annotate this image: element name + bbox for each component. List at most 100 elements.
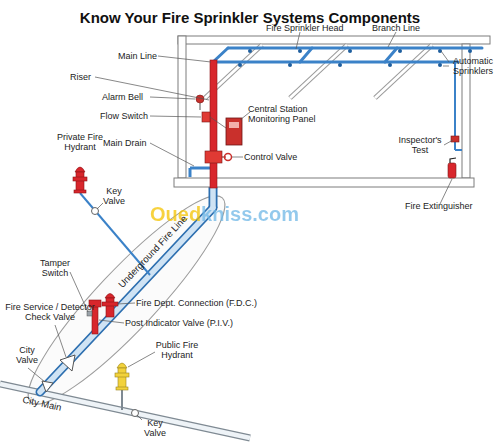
leader-line	[99, 320, 124, 323]
public-fire-hydrant	[118, 368, 126, 388]
public-fire-hydrant	[115, 363, 129, 390]
flow-switch	[202, 112, 210, 122]
sprinkler-head	[438, 63, 442, 67]
monitoring-panel	[226, 118, 242, 145]
alarm-bell	[200, 103, 201, 110]
part-label: Fire Dept. Connection (F.D.C.)	[136, 298, 257, 308]
leader-line	[150, 116, 201, 117]
city-valve	[42, 381, 53, 392]
control-valve	[225, 154, 232, 161]
leader-line	[97, 203, 103, 209]
part-label: Public Fire Hydrant	[150, 340, 204, 360]
fire-dept-connection	[106, 298, 114, 317]
part-label: Tamper Switch	[38, 258, 72, 278]
fire-extinguisher	[450, 158, 456, 163]
sprinkler-head	[248, 49, 252, 53]
leader-line	[55, 325, 66, 357]
sprinkler-head	[288, 63, 292, 67]
private-fire-hydrant	[73, 167, 87, 193]
leader-line	[440, 179, 452, 204]
part-label: Control Valve	[244, 152, 297, 162]
public-fire-hydrant	[121, 390, 123, 410]
riser-pipe	[210, 60, 217, 188]
leader-line	[232, 157, 243, 158]
roof-truss	[290, 45, 347, 98]
part-label: Main Line	[118, 51, 157, 61]
leader-line	[137, 415, 142, 420]
monitoring-panel	[210, 117, 226, 128]
sprinkler-head	[298, 49, 302, 53]
sprinkler-piping	[385, 48, 397, 62]
check-valve	[60, 355, 75, 371]
sprinkler-piping	[213, 48, 482, 62]
leader-line	[28, 32, 453, 420]
building-frame	[178, 36, 490, 44]
monitoring-panel	[229, 122, 239, 128]
inspectors-test-pipe	[455, 149, 462, 151]
sprinkler-head	[398, 49, 402, 53]
sprinkler-head	[238, 49, 472, 67]
leader-line	[128, 352, 155, 367]
private-fire-hydrant	[76, 172, 84, 191]
fire-dept-connection	[102, 294, 118, 318]
part-label: Branch Line	[372, 23, 420, 33]
leader-line	[117, 303, 135, 304]
leader-line	[444, 140, 453, 145]
private-fire-hydrant	[74, 190, 86, 193]
part-label: Fire Service / Detector Check Valve	[0, 302, 100, 322]
fire-extinguisher	[448, 163, 456, 178]
part-label: Alarm Bell	[102, 92, 143, 102]
part-label: Key Valve	[101, 186, 127, 206]
part-label: Post Indicator Valve (P.I.V.)	[125, 318, 233, 328]
check-valve	[60, 355, 75, 371]
leader-line	[150, 143, 194, 166]
riser-pipe	[210, 60, 217, 188]
city-valve	[42, 381, 53, 392]
main-drain-pipe	[190, 167, 210, 170]
inspectors-test-pipe	[451, 136, 459, 142]
part-label: Fire Sprinkler Head	[266, 23, 344, 33]
public-fire-hydrant	[117, 363, 127, 368]
sprinkler-piping	[213, 61, 458, 64]
part-label: Automatic Sprinklers	[450, 56, 496, 76]
sprinkler-piping	[228, 47, 482, 50]
sprinkler-head	[388, 63, 392, 67]
roof-truss	[375, 45, 432, 98]
leader-line	[158, 56, 211, 62]
flow-switch	[202, 112, 210, 122]
part-label: Main Drain	[103, 138, 147, 148]
private-fire-hydrant	[73, 177, 87, 181]
sprinkler-piping	[300, 48, 312, 62]
diagram-title: Know Your Fire Sprinkler Systems Compone…	[0, 9, 500, 26]
fire-dept-connection	[102, 302, 118, 306]
building-frame	[174, 178, 474, 187]
roof-truss	[205, 45, 432, 98]
fire-dept-connection	[105, 294, 115, 299]
leader-line	[443, 66, 449, 67]
roof-truss	[290, 45, 347, 98]
control-valve	[205, 151, 232, 163]
part-label: Key Valve	[142, 418, 168, 438]
monitoring-panel	[210, 117, 242, 145]
public-fire-hydrant	[116, 387, 128, 390]
alarm-bell	[196, 95, 204, 110]
main-drain-pipe	[190, 168, 210, 177]
part-label: Inspector's Test	[396, 135, 444, 155]
public-fire-hydrant	[115, 373, 129, 377]
part-label: Riser	[70, 72, 91, 82]
leader-line	[388, 32, 396, 47]
sprinkler-head	[348, 49, 352, 53]
leader-line	[28, 368, 45, 382]
main-drain-pipe	[189, 168, 192, 177]
part-label: City Valve	[14, 345, 40, 365]
sprinkler-head	[468, 49, 472, 53]
building-frame	[178, 36, 186, 178]
part-label: Flow Switch	[100, 111, 148, 121]
leader-line	[296, 32, 300, 49]
leader-line	[150, 97, 195, 99]
private-fire-hydrant	[75, 167, 85, 172]
sprinkler-head	[238, 63, 242, 67]
fire-extinguisher	[448, 158, 456, 178]
public-fire-hydrant	[115, 363, 139, 417]
